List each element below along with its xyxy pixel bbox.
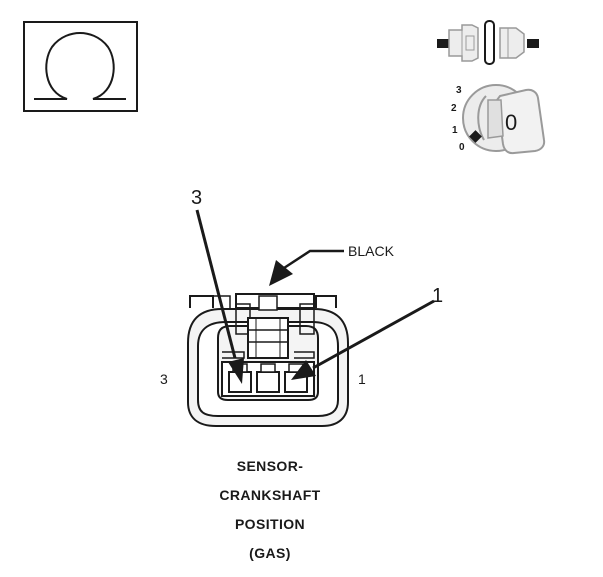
caption-line-2: CRANKSHAFT bbox=[219, 487, 321, 503]
ohm-symbol: Ω bbox=[24, 22, 137, 111]
side-label-right: 1 bbox=[358, 371, 366, 387]
ignition-key-label: 0 bbox=[505, 110, 518, 135]
component-caption: SENSOR- CRANKSHAFT POSITION (GAS) bbox=[160, 456, 380, 572]
leader-line-pin-1 bbox=[291, 299, 435, 380]
connector-face bbox=[187, 293, 349, 427]
ignition-position-0: 0 bbox=[459, 142, 465, 153]
ohmmeter-icon bbox=[23, 21, 138, 112]
side-label-left: 3 bbox=[160, 371, 168, 387]
pin-cavity-2 bbox=[256, 363, 280, 393]
ignition-key-icon bbox=[462, 84, 546, 155]
leader-line-black bbox=[269, 249, 344, 286]
connector-disconnected-icon bbox=[437, 20, 539, 65]
caption-line-4: (GAS) bbox=[249, 545, 291, 561]
pin-number-1-callout: 1 bbox=[432, 285, 444, 307]
wire-color-label: BLACK bbox=[348, 243, 394, 259]
caption-line-3: POSITION bbox=[234, 516, 306, 532]
pin-number-3-callout: 3 bbox=[191, 187, 203, 209]
ignition-position-2: 2 bbox=[451, 103, 457, 114]
ignition-position-3: 3 bbox=[456, 85, 462, 96]
leader-line-pin-3 bbox=[195, 209, 244, 384]
caption-line-1: SENSOR- bbox=[236, 458, 304, 474]
ignition-position-1: 1 bbox=[452, 125, 458, 136]
